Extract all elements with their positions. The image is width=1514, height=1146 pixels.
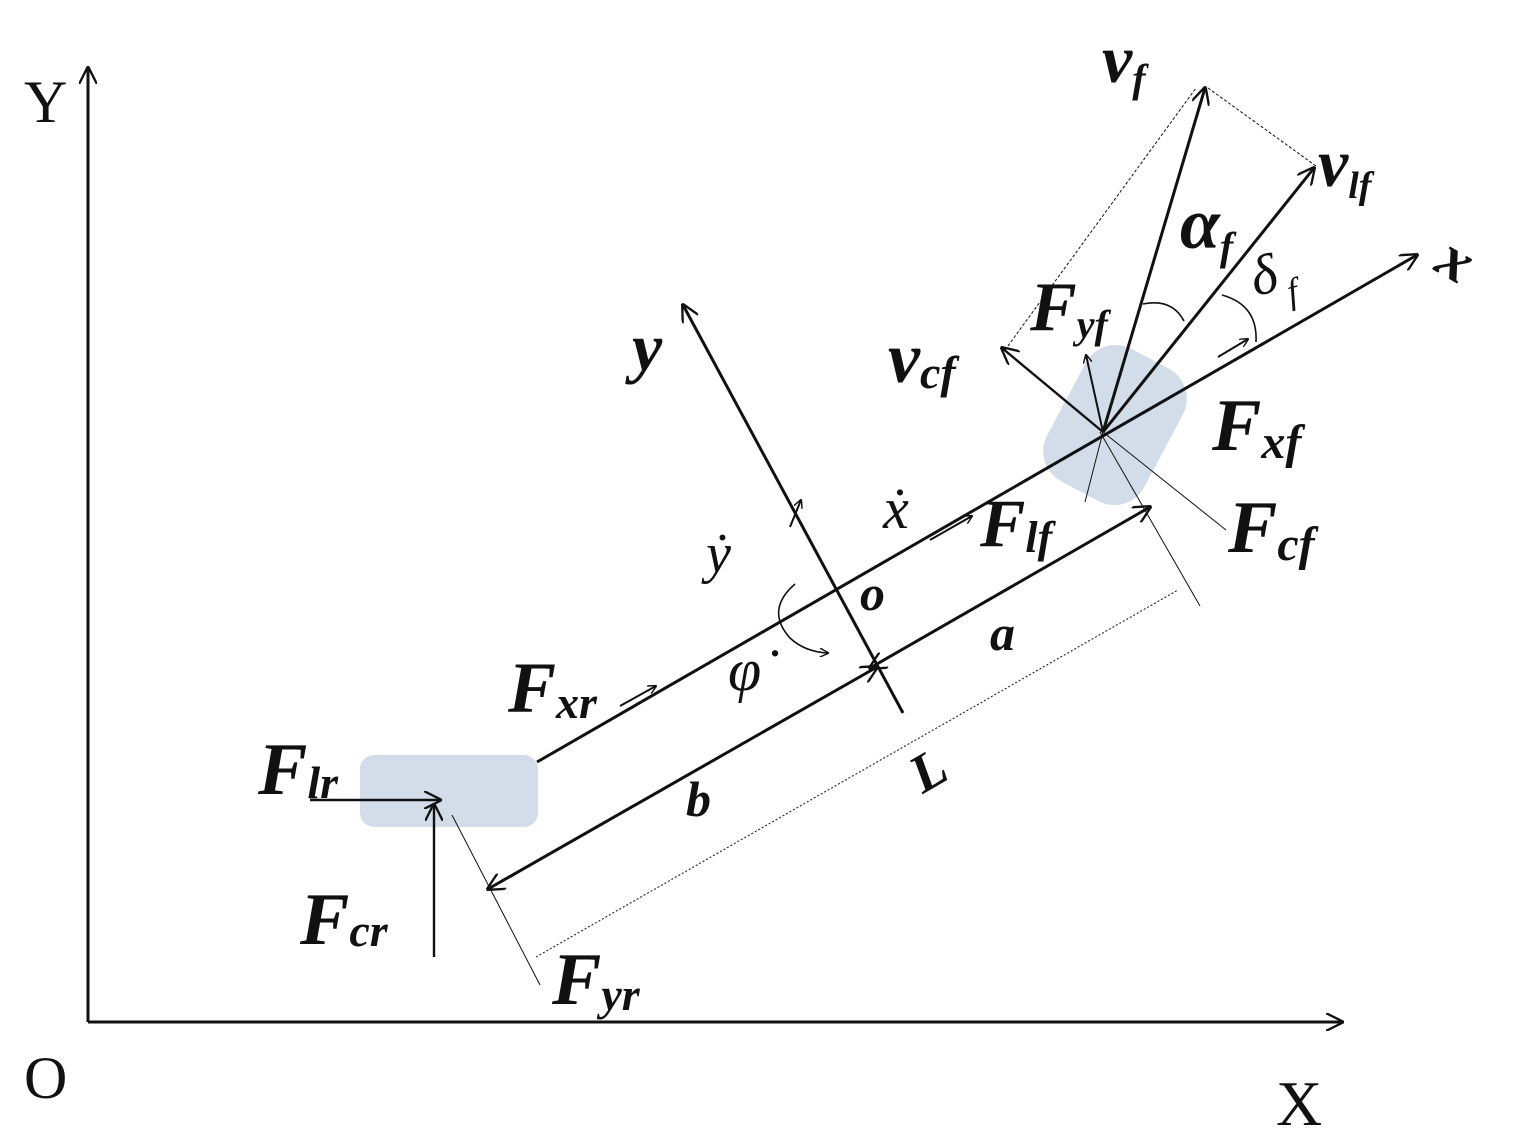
fyr-label: Fyr	[551, 939, 641, 1021]
fyf-opposite-line	[1084, 431, 1104, 503]
body-y-label: y	[625, 309, 663, 385]
alpha-arc	[1142, 302, 1185, 322]
body-axes	[536, 255, 1417, 764]
labels: O X Y x y o ẋ ẏ φ̇ vf vlf vcf αf δf Fyf …	[24, 21, 1487, 1139]
flr-label: Flr	[257, 729, 339, 811]
vlf-arrow	[1101, 168, 1314, 433]
fxf-label: Fxf	[1211, 385, 1305, 469]
global-origin-label: O	[24, 1045, 67, 1111]
x-dot-arrow	[929, 516, 972, 541]
yaw-rate-arc	[777, 583, 828, 653]
vcf-arrow	[1002, 348, 1104, 433]
flf-label: Flf	[979, 485, 1057, 562]
front-wheel-vectors	[1002, 87, 1317, 531]
dimension-a-label: a	[990, 605, 1015, 661]
fxr-arrow	[619, 686, 656, 707]
fyf-arrow	[1086, 355, 1104, 433]
alpha-f-label: αf	[1180, 184, 1237, 269]
vf-construction-line	[1004, 87, 1197, 351]
delta-arc	[1221, 294, 1257, 343]
front-wheel-shape	[1043, 344, 1187, 506]
dimension-L	[535, 589, 1179, 958]
global-x-label: X	[1276, 1068, 1322, 1139]
fyf-label: Fyf	[1029, 269, 1111, 347]
fcf-label: Fcf	[1227, 487, 1319, 571]
rear-wheel-forces	[310, 800, 440, 957]
vf-label: vf	[1102, 21, 1149, 101]
fxr-label: Fxr	[507, 648, 598, 728]
rear-extension-line	[451, 814, 541, 986]
vlf-construction-line	[1207, 87, 1317, 167]
fxf-arrow	[1217, 339, 1248, 358]
y-dot-label: ẏ	[701, 523, 731, 585]
delta-f-label: δf	[1244, 237, 1307, 319]
body-x-label: x	[1425, 222, 1487, 297]
rear-wheel-shape	[360, 755, 538, 827]
velocity-arrows	[619, 339, 1248, 707]
body-x-axis	[536, 255, 1417, 764]
dimension-L-label: L	[898, 736, 957, 805]
front-extension-line	[1099, 431, 1201, 607]
fcf-line	[1102, 431, 1227, 531]
vcf-label: vcf	[888, 318, 960, 398]
dimension-b-label: b	[686, 771, 711, 827]
x-dot-label: ẋ	[882, 476, 909, 541]
global-y-label: Y	[24, 69, 67, 135]
front-wheel	[1043, 344, 1187, 506]
rear-wheel	[360, 755, 538, 827]
dimension-a	[870, 507, 1150, 668]
vlf-label: vlf	[1318, 125, 1375, 207]
fcr-label: Fcr	[299, 879, 389, 961]
body-origin-label: o	[860, 565, 885, 621]
yaw-rate-label: φ̇	[728, 637, 778, 703]
dimension-b	[488, 667, 877, 889]
y-dot-arrow	[789, 500, 801, 528]
body-y-axis	[683, 305, 905, 714]
dimension-lines	[451, 431, 1201, 986]
global-axes	[88, 68, 1342, 1022]
vf-arrow	[1101, 88, 1205, 433]
